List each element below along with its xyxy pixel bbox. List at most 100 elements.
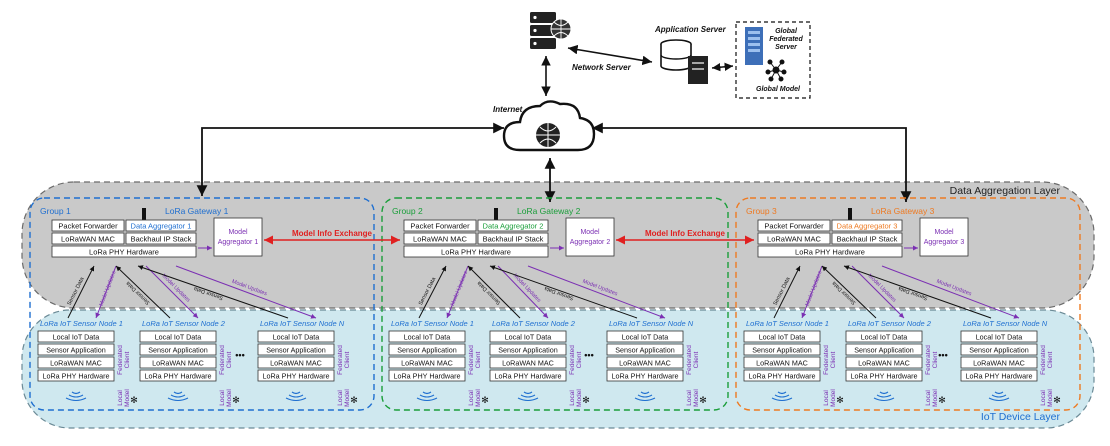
node-stack-label: Sensor Application: [615, 346, 675, 355]
model-aggregator-box: [213, 217, 263, 257]
global-model-network-icon: [765, 59, 787, 82]
node-stack-box: [139, 343, 217, 356]
lorawan-mac-label: LoRaWAN MAC: [767, 235, 821, 244]
node-stack-box: [606, 330, 684, 343]
model-updates-arrow: [145, 265, 199, 319]
federated-client-label: Federated: [468, 345, 475, 375]
federated-client-label: Client: [475, 352, 482, 369]
sensor-data-arrow: [67, 265, 95, 319]
federated-client-label: Federated: [823, 345, 830, 375]
gateway-antenna-icon: [494, 208, 498, 220]
gateway-antenna-icon: [142, 208, 146, 220]
global-server-label-1: Global: [775, 28, 798, 35]
node-stack-box: [606, 356, 684, 369]
aggregation-layer-band: [21, 181, 1095, 309]
local-model-label: Model: [576, 389, 583, 407]
global-server-rack-icon: [745, 27, 763, 65]
lorawan-mac-box: [51, 232, 125, 245]
application-server-label: Application Server: [654, 25, 727, 34]
wave: [876, 394, 892, 398]
federated-client-label: Client: [576, 352, 583, 369]
more-nodes-ellipsis: •••: [235, 350, 244, 360]
local-model-label: Local: [1040, 390, 1047, 406]
gear-icon: ✻: [582, 395, 590, 405]
backhaul-box: [477, 232, 549, 245]
backhaul-label: Backhaul IP Stack: [483, 235, 544, 244]
wireless-signal-icon: [517, 391, 539, 402]
group-outline: [381, 197, 729, 411]
packet-forwarder-box: [757, 219, 831, 232]
model-updates-arrow: [95, 265, 117, 319]
federated-client-label: Client: [932, 352, 939, 369]
backhaul-box: [831, 232, 903, 245]
federated-client-label: Client: [1047, 352, 1054, 369]
federated-client-label: Federated: [117, 345, 124, 375]
node-stack-box: [388, 356, 466, 369]
wave: [419, 394, 435, 398]
node-stack-label: LoRa PHY Hardware: [749, 372, 816, 381]
lorawan-mac-box: [757, 232, 831, 245]
node-stack-box: [489, 356, 567, 369]
more-nodes-ellipsis: •••: [938, 350, 947, 360]
sensor-data-arrow: [489, 265, 638, 319]
model-aggregator-label-1: Model: [580, 229, 600, 236]
node-stack-box: [743, 356, 821, 369]
sensor-node-label: LoRa IoT Sensor Node 1: [40, 319, 123, 328]
federated-client-label: Client: [226, 352, 233, 369]
node-stack-label: LoRa PHY Hardware: [495, 372, 562, 381]
node-stack-label: LoRaWAN MAC: [973, 359, 1025, 368]
node-stack-box: [139, 330, 217, 343]
node-stack-label: Local IoT Data: [273, 333, 320, 342]
local-model-label: Model: [344, 389, 351, 407]
local-model-label: Local: [925, 390, 932, 406]
local-model-label: Model: [1047, 389, 1054, 407]
gateway-label: LoRa Gateway 1: [165, 206, 229, 216]
wave: [291, 391, 301, 395]
local-model-label: Local: [219, 390, 226, 406]
wave: [71, 391, 81, 395]
model-updates-arrow: [881, 265, 1020, 319]
local-model-label: Local: [337, 390, 344, 406]
global-model-label: Global Model: [756, 86, 801, 93]
sensor-data-arrow: [843, 265, 992, 319]
local-model-label: Local: [569, 390, 576, 406]
local-model-label: Local: [117, 390, 124, 406]
local-model-label: Model: [830, 389, 837, 407]
sensor-data-arrow: [467, 265, 521, 319]
node-stack-box: [845, 369, 923, 382]
node-stack-label: LoRa PHY Hardware: [145, 372, 212, 381]
packet-forwarder-box: [51, 219, 125, 232]
node-stack-label: LoRaWAN MAC: [270, 359, 322, 368]
node-stack-label: Sensor Application: [854, 346, 914, 355]
wave: [634, 397, 656, 402]
node-stack-label: Local IoT Data: [622, 333, 669, 342]
local-model-label: Model: [226, 389, 233, 407]
model-updates-arrow: [851, 265, 905, 319]
model-aggregator-label-2: Aggregator 2: [570, 239, 611, 246]
backhaul-label: Backhaul IP Stack: [837, 235, 898, 244]
federated-client-label: Client: [693, 352, 700, 369]
node-stack-label: LoRaWAN MAC: [858, 359, 910, 368]
node-stack-label: LoRaWAN MAC: [756, 359, 808, 368]
packet-forwarder-label: Packet Forwarder: [58, 222, 118, 231]
federated-client-label: Federated: [686, 345, 693, 375]
node-stack-box: [388, 330, 466, 343]
wireless-signal-icon: [167, 391, 189, 402]
federated-client-label: Federated: [337, 345, 344, 375]
node-stack-box: [489, 343, 567, 356]
node-stack-label: Sensor Application: [969, 346, 1029, 355]
wave: [994, 391, 1004, 395]
sensor-data-arrow: [418, 265, 447, 319]
wireless-signal-icon: [634, 391, 656, 402]
model-updates-arrow: [446, 265, 469, 319]
sensor-node-label: LoRa IoT Sensor Node N: [260, 319, 345, 328]
node-stack-box: [257, 343, 335, 356]
wave: [520, 394, 536, 398]
local-model-label: Model: [475, 389, 482, 407]
node-stack-label: Sensor Application: [46, 346, 106, 355]
node-stack-box: [845, 330, 923, 343]
